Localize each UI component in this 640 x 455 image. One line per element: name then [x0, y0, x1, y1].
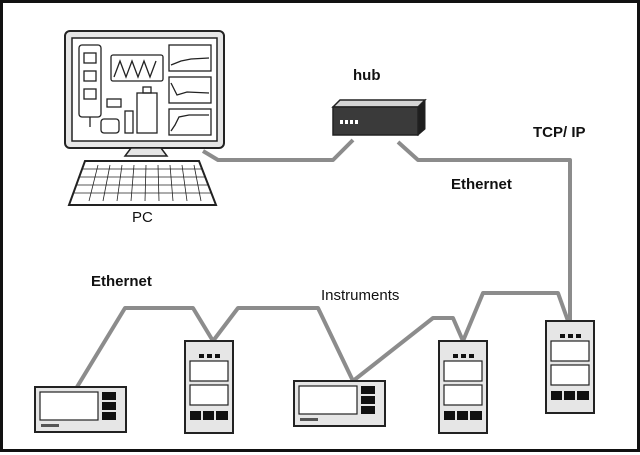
hub-top [331, 99, 427, 108]
instruments-label: Instruments [321, 287, 400, 304]
hub-label: hub [353, 67, 381, 84]
cable-hub-instruments [396, 140, 572, 321]
pc-keyboard-keys [74, 164, 212, 202]
instrument-1 [34, 386, 127, 433]
hub-ports [340, 120, 358, 124]
instrument-5 [545, 320, 595, 414]
pc-screen-schematic [78, 44, 212, 136]
hub-device [331, 98, 427, 137]
pc-label: PC [132, 209, 153, 226]
cable-instruments-chain [75, 291, 570, 389]
ethernet-label-left: Ethernet [91, 273, 152, 290]
pc-computer [64, 30, 225, 206]
instrument-3 [293, 380, 386, 427]
pc-keyboard [67, 160, 218, 206]
instrument-2 [184, 340, 234, 434]
instrument-4 [438, 340, 488, 434]
tcp-ip-label: TCP/ IP [533, 124, 586, 141]
pc-stand [123, 147, 169, 157]
network-diagram [34, 30, 595, 434]
ethernet-label-right: Ethernet [451, 176, 512, 193]
hub-side [417, 98, 426, 137]
cable-pc-hub [201, 138, 355, 162]
